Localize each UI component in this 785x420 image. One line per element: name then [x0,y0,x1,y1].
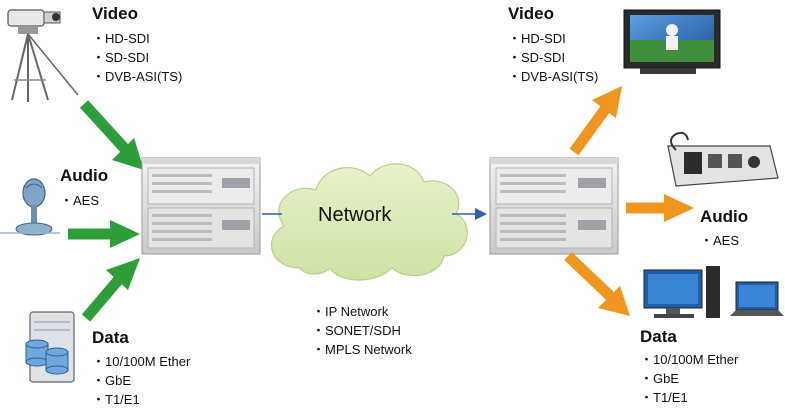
right-video-title: Video [508,4,554,23]
output-arrow-data [564,252,630,316]
input-arrow-audio [68,220,140,248]
server-database-icon [25,311,75,383]
right-audio-item: ・AES [700,233,740,248]
left-video-item: ・HD-SDI [92,31,150,46]
network-label: Network [318,204,392,226]
right-video-list: ・HD-SDI ・SD-SDI ・DVB-ASI(TS) [508,29,598,86]
input-arrow-data [81,258,140,322]
microphone-icon [0,178,60,236]
output-arrow-audio [626,194,694,222]
left-video-item: ・DVB-ASI(TS) [92,69,183,84]
computers-icon [643,266,784,318]
output-arrows [564,86,694,316]
left-audio-list: ・AES [60,191,99,210]
right-video-item: ・DVB-ASI(TS) [508,69,599,84]
right-data-item: ・10/100M Ether [640,352,739,367]
left-data-title: Data [92,328,129,347]
audio-console-icon [667,131,779,187]
right-data-item: ・T1/E1 [640,390,688,405]
network-item: ・IP Network [312,304,389,319]
left-data-item: ・GbE [92,373,132,388]
left-audio-item: ・AES [60,193,100,208]
left-rack-device [141,157,261,255]
left-video-item: ・SD-SDI [92,50,150,65]
right-video-item: ・SD-SDI [508,50,566,65]
right-data-item: ・GbE [640,371,680,386]
video-camera-icon [7,9,79,102]
right-data-title: Data [640,327,677,346]
input-arrows [68,100,144,322]
network-item: ・SONET/SDH [312,323,401,338]
network-item: ・MPLS Network [312,342,412,357]
left-video-list: ・HD-SDI ・SD-SDI ・DVB-ASI(TS) [92,29,182,86]
tv-monitor-icon [623,9,721,74]
network-list: ・IP Network ・SONET/SDH ・MPLS Network [312,302,412,359]
right-audio-list: ・AES [700,231,739,250]
right-data-list: ・10/100M Ether ・GbE ・T1/E1 [640,350,738,407]
network-cloud [270,163,468,281]
right-video-item: ・HD-SDI [508,31,566,46]
input-arrow-video [79,100,144,170]
left-data-item: ・T1/E1 [92,392,140,407]
left-data-item: ・10/100M Ether [92,354,191,369]
right-rack-device [489,157,619,255]
output-arrow-video [569,86,622,156]
left-video-title: Video [92,4,138,23]
right-audio-title: Audio [700,207,749,226]
left-data-list: ・10/100M Ether ・GbE ・T1/E1 [92,352,190,409]
left-audio-title: Audio [60,166,109,185]
